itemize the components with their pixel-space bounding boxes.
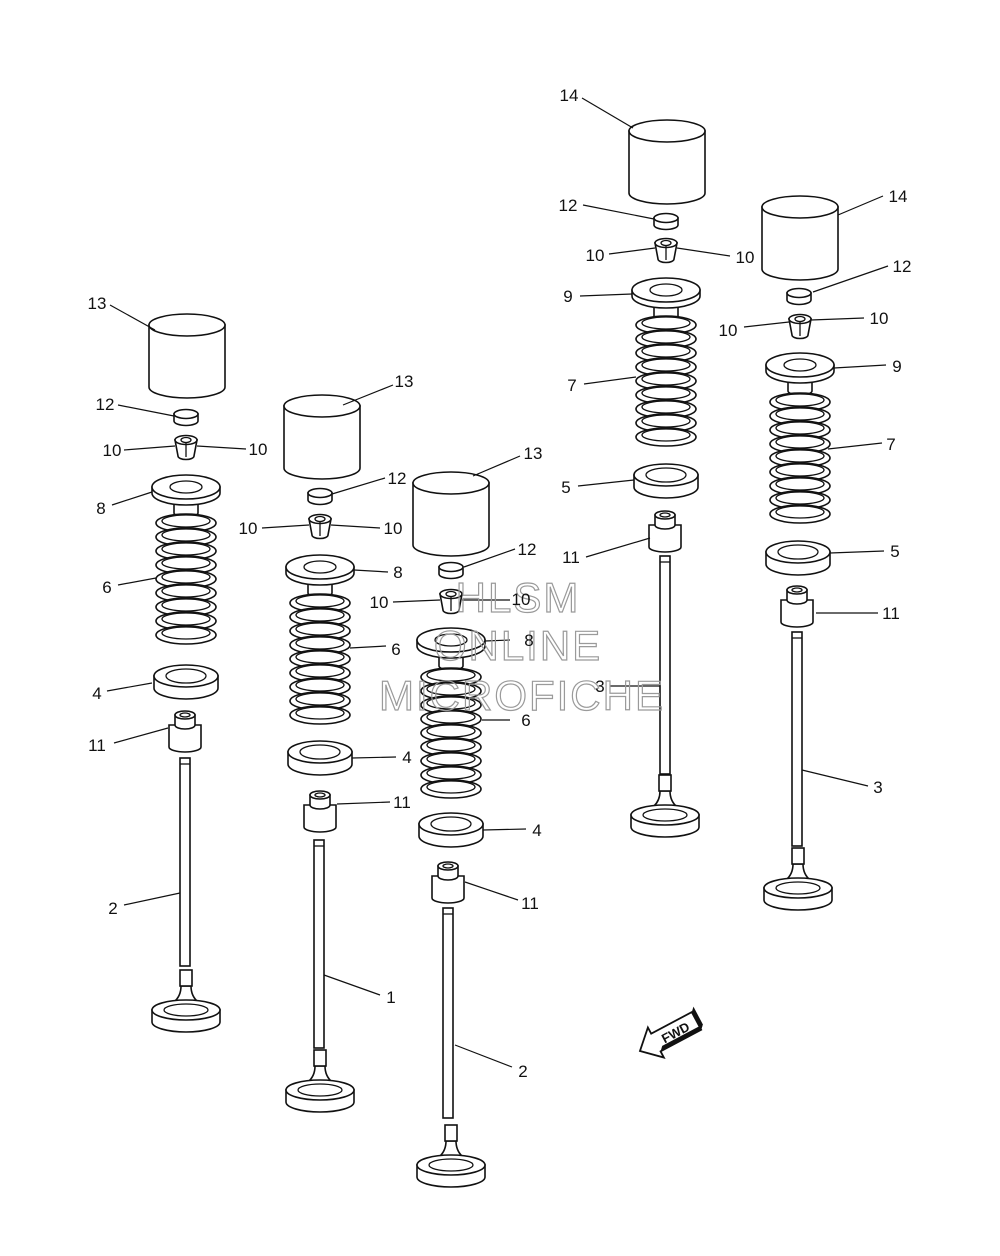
column-d-parts: [628, 119, 706, 838]
callout-d-14: 14: [560, 86, 579, 105]
watermark-line-3: MICROFICHE: [379, 672, 665, 719]
callout-b-13: 13: [395, 372, 414, 391]
column-a-parts: [148, 313, 226, 1033]
callout-d-10-left: 10: [586, 246, 605, 265]
callout-c-2: 2: [518, 1062, 527, 1081]
callout-d-10-right: 10: [736, 248, 755, 267]
callout-a-6: 6: [102, 578, 111, 597]
callout-c-13: 13: [524, 444, 543, 463]
callout-e-3: 3: [873, 778, 882, 797]
watermark: HLSM ONLINE MICROFICHE: [378, 573, 665, 719]
callout-c-6: 6: [521, 711, 530, 730]
callout-e-9: 9: [892, 357, 901, 376]
watermark-line-1: HLSM: [456, 574, 581, 621]
callout-d-7: 7: [567, 376, 576, 395]
callout-e-14: 14: [889, 187, 908, 206]
callout-c-12: 12: [518, 540, 537, 559]
callout-d-12: 12: [559, 196, 578, 215]
callout-a-2: 2: [108, 899, 117, 918]
callout-labels: 13 12 10 10 8 6 4 11 2 13 12 10 10 8 6 4…: [88, 86, 912, 1081]
callout-a-13: 13: [88, 294, 107, 313]
callout-e-10-right: 10: [870, 309, 889, 328]
callout-b-8: 8: [393, 563, 402, 582]
callout-a-12: 12: [96, 395, 115, 414]
callout-b-10-left: 10: [239, 519, 258, 538]
column-e-parts: [761, 195, 839, 911]
callout-b-1: 1: [386, 988, 395, 1007]
callout-a-10-right: 10: [249, 440, 268, 459]
callout-e-5: 5: [890, 542, 899, 561]
callout-d-5: 5: [561, 478, 570, 497]
callout-c-10-left: 10: [370, 593, 389, 612]
callout-b-12: 12: [388, 469, 407, 488]
callout-d-3: 3: [595, 677, 604, 696]
callout-e-11: 11: [882, 604, 900, 623]
callout-c-8: 8: [524, 631, 533, 650]
callout-c-11: 11: [521, 894, 539, 913]
callout-b-11: 11: [393, 793, 411, 812]
callout-d-11: 11: [562, 548, 580, 567]
callout-e-12: 12: [893, 257, 912, 276]
leader-lines: [106, 97, 889, 1068]
callout-a-4: 4: [92, 684, 101, 703]
callout-b-6: 6: [391, 640, 400, 659]
column-c-parts: [412, 471, 490, 1188]
watermark-line-2: ONLINE: [434, 622, 602, 669]
callout-c-10-right: 10: [512, 590, 531, 609]
fwd-arrow-icon: FWD: [638, 1006, 703, 1059]
callout-d-9: 9: [563, 287, 572, 306]
callout-b-4: 4: [402, 748, 411, 767]
column-b-parts: [283, 394, 361, 1113]
callout-a-8: 8: [96, 499, 105, 518]
callout-e-10-left: 10: [719, 321, 738, 340]
callout-b-10-right: 10: [384, 519, 403, 538]
callout-e-7: 7: [886, 435, 895, 454]
callout-a-10-left: 10: [103, 441, 122, 460]
callout-a-11: 11: [88, 736, 106, 755]
callout-c-4: 4: [532, 821, 541, 840]
